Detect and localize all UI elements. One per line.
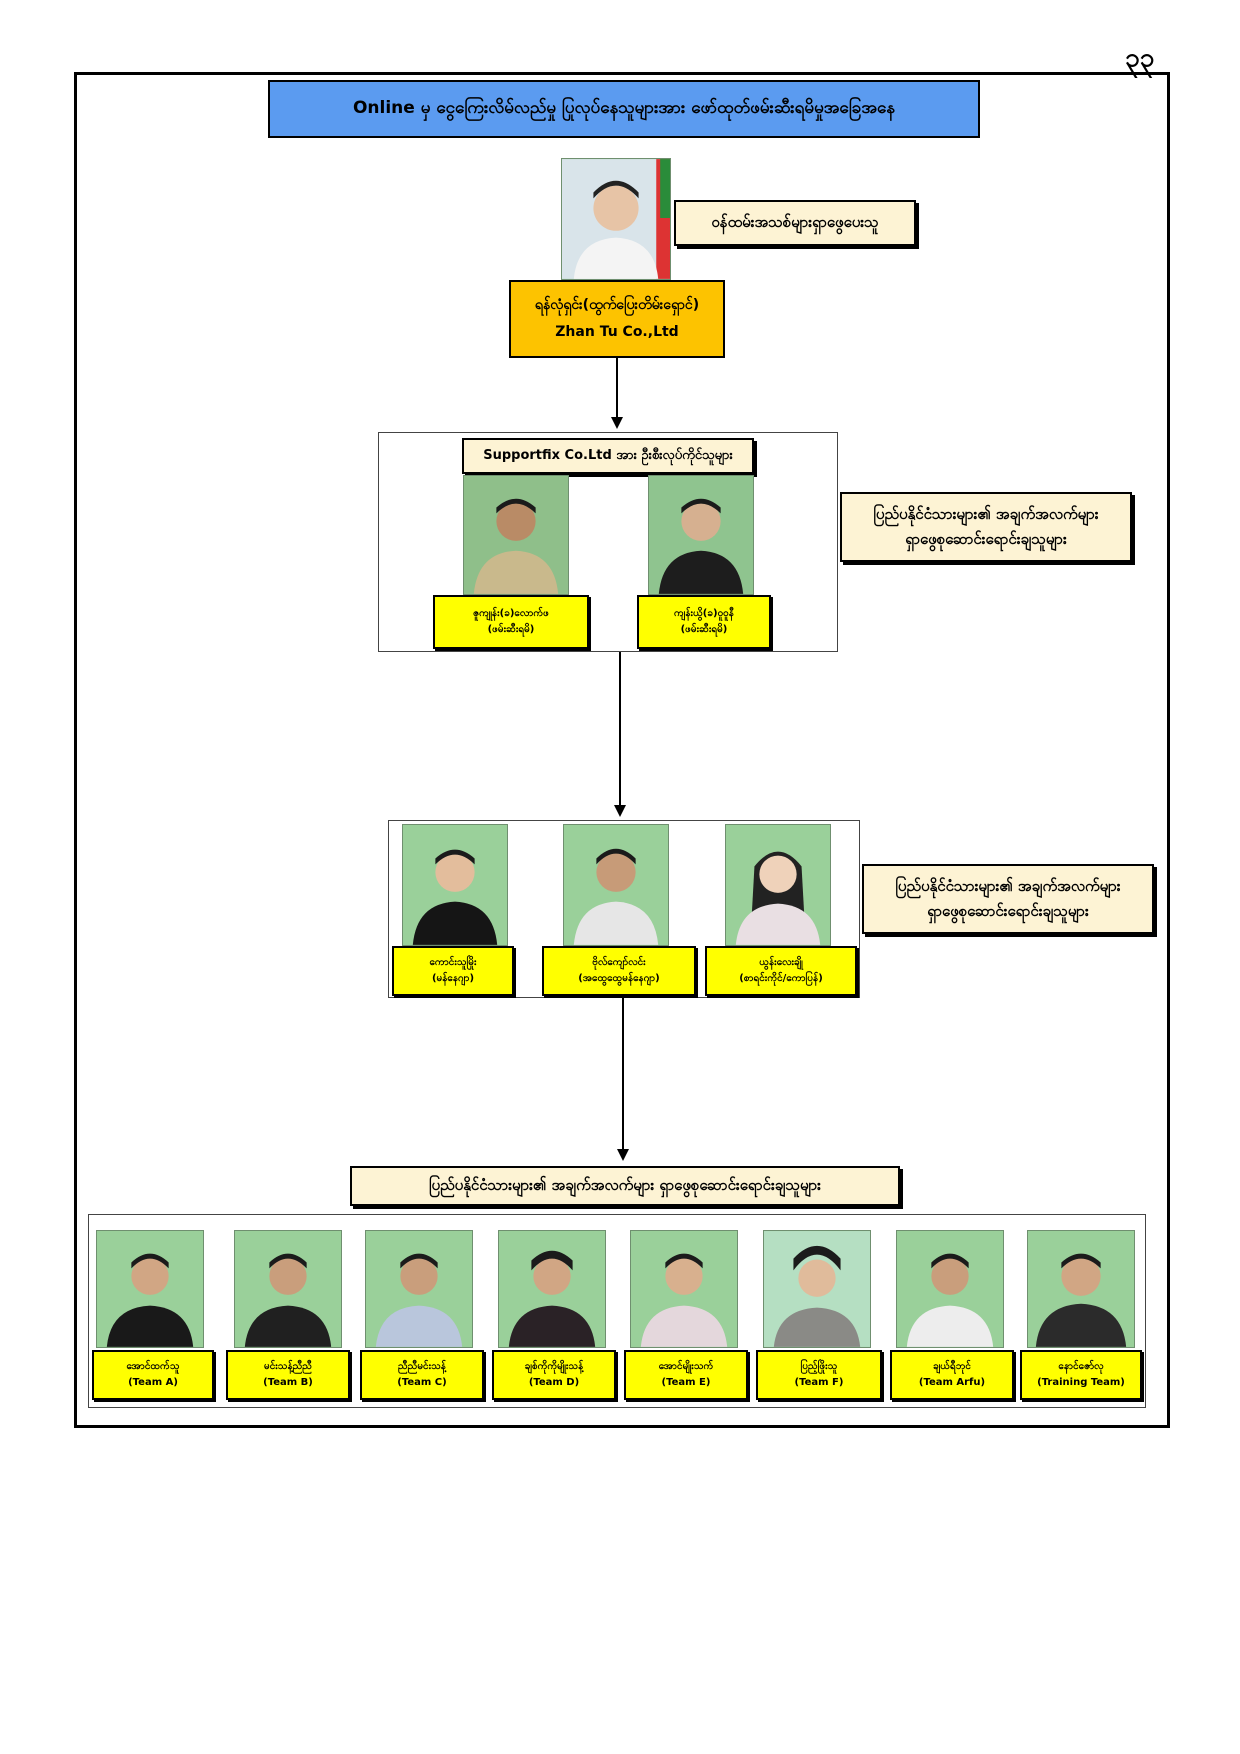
level4-name-box-5: အောင်မျိုးသက် (Team E) (624, 1350, 748, 1400)
level4-name-box-4: ချစ်ကိုကိုမျိုးသန့် (Team D) (492, 1350, 616, 1400)
chart-title: Online မှ ငွေကြေးလိမ်လည်မှု ပြုလုပ်နေသူမ… (268, 80, 980, 138)
level3-name-box-2: ဗိုလ်ကျော်လင်း (အထွေထွေမန်နေဂျာ) (542, 946, 696, 996)
side-label-line-1: ပြည်ပနိုင်ငံသားများ၏ အချက်အလက်များ (873, 504, 1099, 523)
arrow-2-head (614, 805, 626, 817)
recruiter-role-label: ဝန်ထမ်းအသစ်များရှာဖွေပေးသူ (674, 200, 916, 246)
person-note: (မန်နေဂျာ) (431, 973, 475, 984)
person-name: ချစ်ကိုကိုမျိုးသန့် (524, 1361, 584, 1372)
level3-photo-2 (563, 824, 669, 946)
level4-name-box-2: မင်းသန့်ညီညီ (Team B) (226, 1350, 350, 1400)
side-label-line-2: ရှာဖွေစုဆောင်းရောင်းချသူများ (905, 530, 1067, 548)
person-team: (Team A) (128, 1377, 178, 1388)
level3-name-box-1: ကောင်းသူမြိုး (မန်နေဂျာ) (392, 946, 514, 996)
level4-photo-7 (896, 1230, 1004, 1348)
level2-photo-2 (648, 475, 754, 595)
person-name: မင်းသန့်ညီညီ (264, 1361, 312, 1372)
arrow-3-line (622, 998, 624, 1150)
level3-side-label: ပြည်ပနိုင်ငံသားများ၏ အချက်အလက်များ ရှာဖွ… (862, 864, 1154, 934)
level4-name-box-3: ညီညီမင်းသန့် (Team C) (360, 1350, 484, 1400)
level4-header: ပြည်ပနိုင်ငံသားများ၏ အချက်အလက်များ ရှာဖွ… (350, 1166, 900, 1206)
level2-side-label: ပြည်ပနိုင်ငံသားများ၏ အချက်အလက်များ ရှာဖွ… (840, 492, 1132, 562)
level3-photo-1 (402, 824, 508, 946)
level4-name-box-7: ချယ်ရီဘုင် (Team Arfu) (890, 1350, 1014, 1400)
boss-company: Zhan Tu Co.,Ltd (555, 324, 679, 340)
person-name: အောင်ထက်သူ (126, 1361, 180, 1372)
person-name: ကျန်းယွိ(ခ)ဝူဝူနီ (674, 608, 734, 619)
person-name: ချယ်ရီဘုင် (933, 1361, 971, 1372)
level2-name-box-2: ကျန်းယွိ(ခ)ဝူဝူနီ (ဖမ်းဆီးရမိ) (637, 595, 771, 649)
person-name: ကောင်းသူမြိုး (429, 957, 477, 968)
person-note: (ဖမ်းဆီးရမိ) (487, 624, 535, 635)
person-team: (Team C) (397, 1377, 447, 1388)
person-name: ညီညီမင်းသန့် (398, 1361, 446, 1372)
boss-photo (561, 158, 671, 280)
person-team: (Training Team) (1037, 1377, 1125, 1388)
arrow-3-head (617, 1149, 629, 1161)
boss-name-box: ရန်လုံရှင်း(ထွက်ပြေးတိမ်းရှောင်) Zhan Tu… (509, 280, 725, 358)
person-note: (စာရင်းကိုင်/ကောပြန်) (739, 973, 823, 984)
level4-photo-6 (763, 1230, 871, 1348)
level2-name-box-1: ဇူကျုန်း(ခ)လောက်ဖ (ဖမ်းဆီးရမိ) (433, 595, 589, 649)
level4-name-box-8: နောင်ဇော်လု (Training Team) (1020, 1350, 1142, 1400)
level2-header: Supportfix Co.Ltd အား ဦးစီးလုပ်ကိုင်သူမျ… (462, 438, 754, 474)
arrow-1-head (611, 417, 623, 429)
person-name: နောင်ဇော်လု (1058, 1361, 1104, 1372)
person-note: (အထွေထွေမန်နေဂျာ) (578, 973, 660, 984)
person-name: ဇူကျုန်း(ခ)လောက်ဖ (473, 608, 549, 619)
person-team: (Team E) (661, 1377, 711, 1388)
person-team: (Team F) (794, 1377, 844, 1388)
level4-photo-8 (1027, 1230, 1135, 1348)
level4-photo-1 (96, 1230, 204, 1348)
level4-name-box-1: အောင်ထက်သူ (Team A) (92, 1350, 214, 1400)
level4-photo-2 (234, 1230, 342, 1348)
level2-photo-1 (463, 475, 569, 595)
person-note: (ဖမ်းဆီးရမိ) (680, 624, 728, 635)
person-name: ယွန်းလေးချို (759, 957, 803, 968)
level4-photo-4 (498, 1230, 606, 1348)
level3-photo-3 (725, 824, 831, 946)
person-team: (Team B) (263, 1377, 313, 1388)
boss-name: ရန်လုံရှင်း(ထွက်ပြေးတိမ်းရှောင်) (534, 297, 700, 314)
person-name: ပြည့်ဖြိုးသူ (800, 1361, 838, 1372)
chart-frame (74, 72, 1170, 1428)
person-name: ဗိုလ်ကျော်လင်း (592, 957, 646, 968)
person-team: (Team Arfu) (918, 1377, 986, 1388)
page-number: ၃၃ (1125, 43, 1155, 73)
side-label-line-1: ပြည်ပနိုင်ငံသားများ၏ အချက်အလက်များ (895, 876, 1121, 895)
level4-name-box-6: ပြည့်ဖြိုးသူ (Team F) (756, 1350, 882, 1400)
arrow-2-line (619, 652, 621, 806)
person-name: အောင်မျိုးသက် (658, 1361, 714, 1372)
level4-photo-3 (365, 1230, 473, 1348)
level3-name-box-3: ယွန်းလေးချို (စာရင်းကိုင်/ကောပြန်) (705, 946, 857, 996)
person-team: (Team D) (528, 1377, 580, 1388)
level4-photo-5 (630, 1230, 738, 1348)
side-label-line-2: ရှာဖွေစုဆောင်းရောင်းချသူများ (927, 902, 1089, 920)
arrow-1-line (616, 358, 618, 418)
